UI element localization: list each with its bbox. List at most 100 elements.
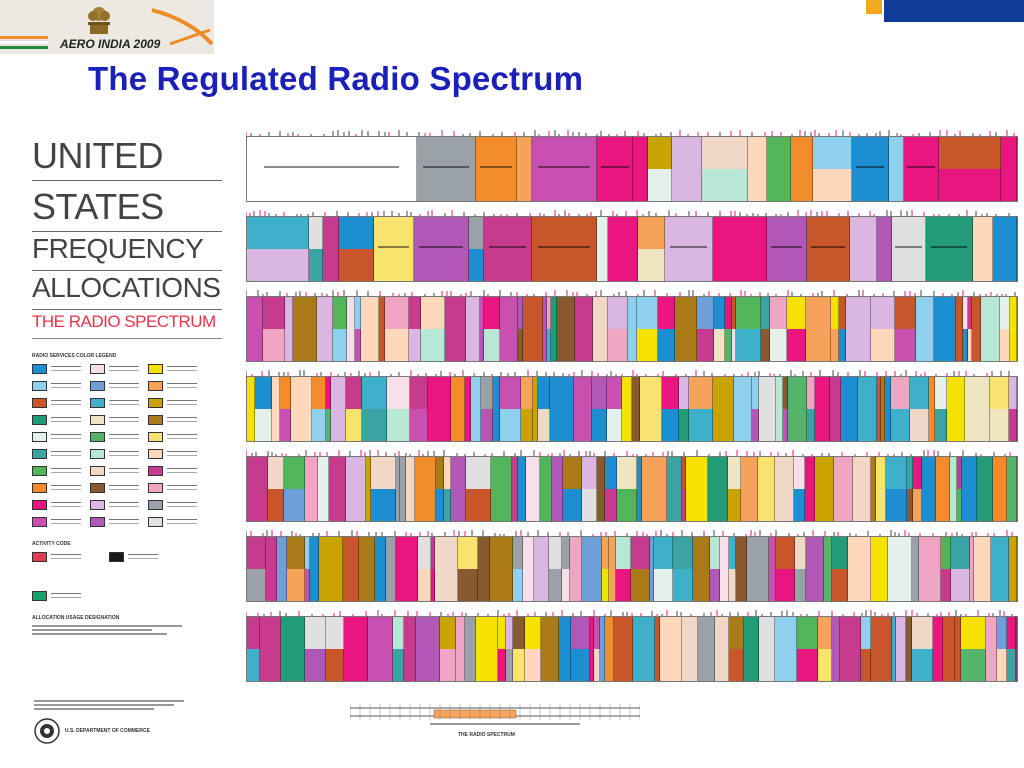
allocation-block: [886, 489, 907, 521]
allocation-block: [379, 297, 385, 361]
allocation-block: [640, 377, 662, 441]
legend-swatch: [32, 363, 47, 374]
allocation-block: [710, 569, 720, 601]
allocation-block: [563, 457, 582, 489]
allocation-block: [614, 617, 633, 681]
allocation-block: [305, 649, 326, 681]
allocation-label-placeholder: [419, 245, 463, 248]
allocation-block: [484, 217, 532, 281]
allocation-block: [280, 377, 291, 409]
allocation-block: [346, 409, 362, 441]
legend-text-placeholder: [109, 366, 139, 371]
legend-swatch: [148, 380, 163, 391]
allocation-block: [807, 409, 815, 441]
allocation-block: [293, 297, 317, 361]
allocation-block: [385, 329, 409, 361]
allocation-block: [355, 297, 361, 329]
allocation-block: [1007, 649, 1016, 681]
allocation-block: [506, 617, 513, 649]
allocation-block: [788, 377, 807, 441]
allocation-block: [386, 537, 396, 601]
allocation-block: [935, 377, 947, 409]
allocation-block: [418, 569, 431, 601]
allocation-block: [934, 297, 956, 361]
band-ticks: [246, 130, 1015, 136]
allocation-block: [732, 297, 736, 329]
legend-swatch: [90, 499, 105, 510]
legend-swatch: [148, 499, 163, 510]
allocation-block: [609, 537, 616, 601]
allocation-block: [853, 457, 871, 521]
legend-title: RADIO SERVICES COLOR LEGEND: [32, 353, 117, 359]
allocation-block: [451, 377, 465, 441]
legend-item: [148, 516, 206, 527]
allocation-block: [787, 297, 806, 329]
allocation-block: [260, 617, 281, 681]
allocation-block: [775, 617, 797, 681]
spectrum-band: [246, 528, 1018, 602]
allocation-block: [608, 297, 628, 329]
allocation-block: [957, 489, 962, 521]
allocation-block: [892, 217, 926, 281]
legend-item: [148, 448, 206, 459]
legend-item: [148, 431, 206, 442]
legend-swatch: [90, 448, 105, 459]
allocation-block: [444, 489, 451, 521]
allocation-block: [839, 329, 846, 361]
legend-text-placeholder: [51, 400, 81, 405]
allocation-block: [526, 457, 540, 521]
allocation-block: [517, 137, 532, 201]
allocation-block: [841, 377, 858, 441]
legend-text-placeholder: [167, 366, 197, 371]
spectrum-chart: [246, 124, 1018, 694]
legend-text-placeholder: [51, 366, 81, 371]
commerce-seal-icon: [34, 718, 60, 744]
allocation-block: [807, 217, 850, 281]
allocation-block: [1009, 409, 1017, 441]
allocation-block: [935, 409, 947, 441]
allocation-block: [617, 457, 637, 489]
allocation-block: [715, 617, 729, 681]
legend-item: [90, 431, 148, 442]
legend-swatch: [90, 431, 105, 442]
footer-org: U.S. DEPARTMENT OF COMMERCE: [65, 728, 150, 734]
allocation-block: [831, 329, 839, 361]
allocation-block: [458, 569, 478, 601]
allocation-block: [912, 617, 933, 649]
allocation-block: [672, 137, 702, 201]
allocation-block: [1009, 377, 1017, 409]
allocation-block: [1016, 649, 1017, 681]
allocation-block: [582, 457, 597, 489]
spectrum-band: [246, 608, 1018, 682]
legend-swatch: [90, 397, 105, 408]
legend-text-placeholder: [109, 400, 139, 405]
spectrum-band: [246, 368, 1018, 442]
allocation-block: [896, 649, 906, 681]
allocation-block: [658, 297, 675, 329]
allocation-block: [831, 297, 839, 329]
allocation-label-placeholder: [600, 165, 629, 168]
spectrum-band: [246, 208, 1018, 282]
allocation-block: [310, 537, 319, 601]
allocation-block: [562, 569, 570, 601]
allocation-block: [871, 617, 892, 681]
overview-caption: THE RADIO SPECTRUM: [458, 732, 515, 738]
allocation-block: [848, 537, 871, 601]
allocation-block: [339, 249, 374, 281]
allocation-block: [284, 489, 305, 521]
allocation-block: [541, 617, 559, 681]
allocation-block: [404, 617, 416, 681]
allocation-block: [886, 457, 907, 489]
allocation-block: [538, 377, 550, 409]
legend-text-placeholder: [109, 417, 139, 422]
band-box: [246, 536, 1018, 602]
allocation-block: [374, 217, 414, 281]
allocation-block: [832, 537, 848, 569]
allocation-block: [972, 297, 981, 361]
allocation-block: [947, 377, 965, 441]
allocation-block: [563, 489, 582, 521]
allocation-block: [415, 457, 436, 521]
allocation-block: [896, 617, 906, 649]
legend-text-placeholder: [51, 451, 81, 456]
allocation-block: [815, 377, 830, 441]
